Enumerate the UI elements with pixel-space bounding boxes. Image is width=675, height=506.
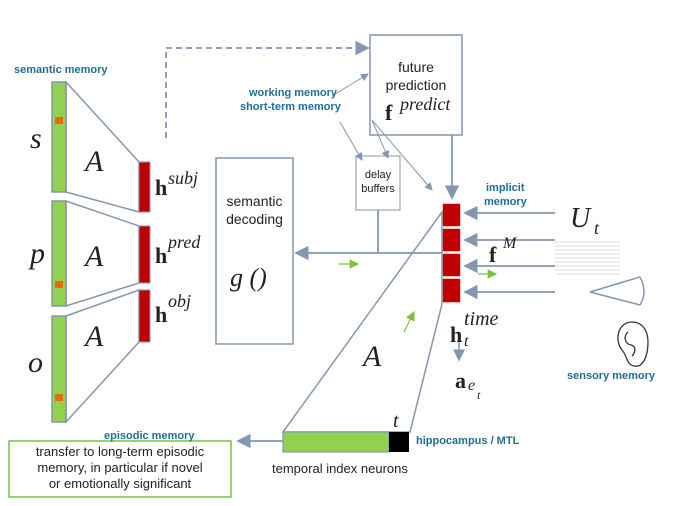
U-base: U — [570, 203, 591, 234]
a-base: a — [455, 368, 466, 393]
episodic-memory-label: episodic memory — [104, 430, 195, 442]
short-term-memory-label: short-term memory — [240, 101, 341, 113]
symbol-A-pred: A — [85, 240, 104, 273]
h-obj-bar — [138, 289, 151, 343]
g-function: g () — [230, 263, 267, 292]
h-pred-bar — [138, 225, 151, 284]
temporal-index-bar — [282, 431, 390, 453]
delay-line1: delay — [364, 169, 392, 181]
transfer-line1: transfer to long-term episodic — [35, 444, 205, 459]
f-M-base: f — [489, 242, 497, 267]
a-subsub: t — [477, 388, 481, 402]
future-prediction-box — [369, 34, 463, 136]
transfer-text: transfer to long-term episodic memory, i… — [9, 444, 231, 492]
semantic-bar-s-marker — [55, 117, 63, 124]
semantic-decoding-line2: decoding — [226, 211, 283, 227]
h-time-cell-3 — [441, 252, 462, 278]
transfer-line3: or emotionally significant — [48, 476, 192, 491]
semantic-decoding-box — [215, 157, 294, 345]
future-line2: prediction — [385, 77, 447, 93]
noise-texture — [555, 241, 620, 275]
arrow-prediction-to-delay — [371, 119, 389, 159]
trapezoid-episodic — [281, 209, 443, 433]
delay-buffers-box — [355, 155, 401, 211]
semantic-bar-s — [51, 81, 67, 193]
symbol-s: s — [30, 122, 42, 155]
h-pred-sup: pred — [168, 232, 201, 252]
U-sub: t — [594, 218, 600, 238]
f-M-sup: M — [503, 235, 517, 252]
h-obj-sup: obj — [168, 291, 192, 311]
temporal-index-label: temporal index neurons — [272, 461, 408, 476]
transfer-box — [8, 440, 232, 498]
semantic-bar-o-marker — [55, 394, 63, 401]
hippocampus-label: hippocampus / MTL — [416, 435, 519, 447]
ear-icon — [617, 321, 649, 367]
arrow-wm-to-delay — [339, 121, 363, 161]
semantic-decoding-label: semantic decoding — [216, 192, 293, 228]
h-time-cell-4 — [441, 277, 462, 304]
f-predict-sup: predict — [400, 94, 451, 114]
semantic-bar-p — [51, 200, 67, 307]
dashed-arrow-to-prediction — [165, 40, 370, 138]
h-time-cell-1 — [441, 202, 462, 228]
working-memory-label: working memory — [249, 87, 338, 99]
semantic-memory-label: semantic memory — [14, 64, 108, 76]
arrow-wm-to-prediction — [331, 73, 369, 97]
implicit-label-1: implicit — [486, 182, 525, 194]
h-subj-base: h — [155, 175, 168, 200]
mtl-text: / MTL — [487, 435, 520, 447]
trapezoid-obj — [65, 288, 140, 424]
arrow-wm-to-time — [371, 119, 433, 191]
future-line1: future — [398, 59, 434, 75]
symbol-A-episodic: A — [363, 340, 382, 373]
future-prediction-label: future prediction — [370, 58, 462, 94]
symbol-o: o — [28, 346, 43, 379]
h-subj-bar — [138, 161, 151, 213]
symbol-A-subj: A — [85, 145, 104, 178]
eye-icon — [589, 276, 645, 306]
semantic-bar-p-marker — [55, 281, 63, 288]
h-pred-base: h — [155, 243, 168, 268]
h-subj-sup: subj — [168, 168, 199, 188]
delay-buffers-label: delay buffers — [356, 168, 400, 196]
delay-line2: buffers — [361, 183, 395, 195]
temporal-index-current — [389, 432, 409, 452]
t-marker: t — [393, 410, 399, 432]
a-sub: e — [468, 377, 476, 394]
hippocampus-text: hippocampus — [416, 435, 488, 447]
h-time-base: h — [450, 322, 463, 347]
semantic-decoding-line1: semantic — [226, 193, 283, 209]
implicit-label-2: memory — [484, 196, 527, 208]
symbol-p: p — [30, 237, 45, 270]
green-arrow-diag — [403, 310, 415, 333]
f-predict-base: f — [385, 100, 393, 125]
h-time-cell-2 — [441, 227, 462, 253]
semantic-bar-o — [51, 315, 67, 423]
sensory-memory-label: sensory memory — [567, 370, 656, 382]
h-time-sub: t — [464, 333, 469, 350]
h-obj-base: h — [155, 302, 168, 327]
h-time-sup: time — [464, 308, 499, 330]
transfer-line2: memory, in particular if novel — [37, 460, 203, 475]
symbol-A-obj: A — [85, 320, 104, 353]
